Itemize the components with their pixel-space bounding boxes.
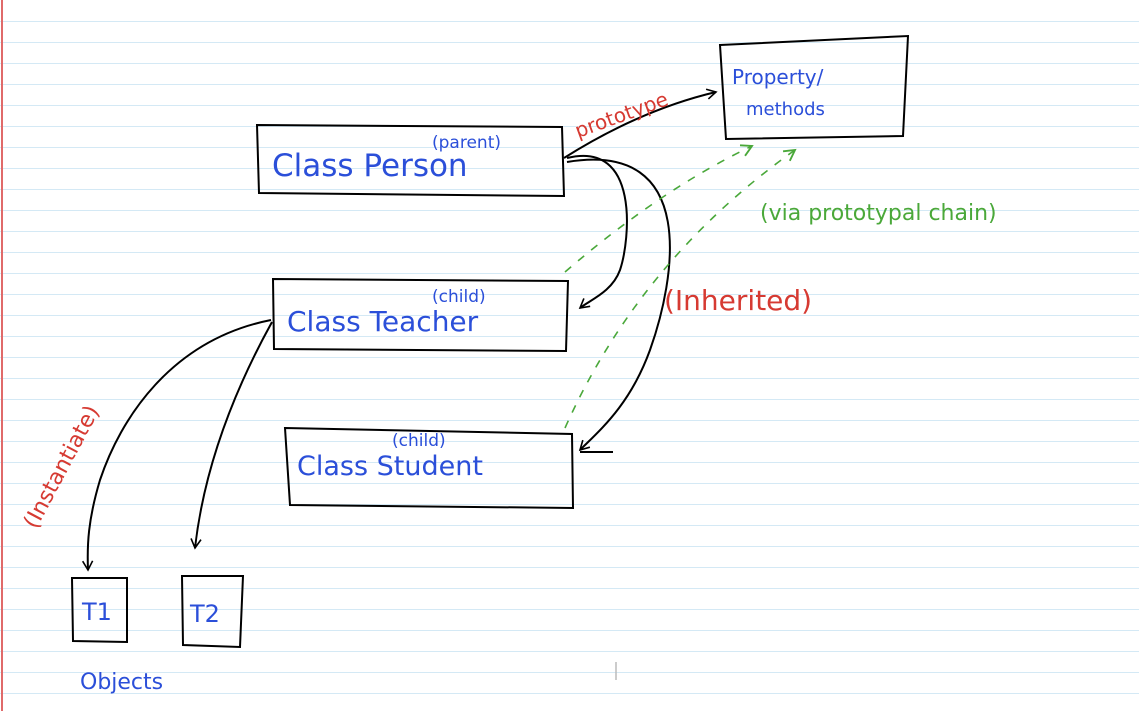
property-methods-line1: Property/ [732,65,824,89]
class-student-label: Class Student [297,451,483,482]
object-t1-box [70,577,128,644]
class-person-label: Class Person [272,148,468,184]
instantiate-arrow-t1 [81,319,272,572]
class-teacher-box [271,277,570,353]
inherit-arrow-student [566,158,671,452]
property-methods-box [718,34,910,141]
class-teacher-node: Class Teacher (child) [271,277,570,353]
notebook-margin-line [1,0,3,711]
object-t1-label: T1 [81,598,112,626]
class-person-box [255,123,566,198]
prototypal-chain-label: (via prototypal chain) [760,201,997,226]
inherit-arrow-teacher [566,154,628,310]
class-student-tag: (child) [392,431,446,451]
property-methods-line2: methods [746,99,825,120]
object-t2-node: T2 [180,575,245,649]
class-student-box [283,426,575,510]
object-t2-label: T2 [189,600,220,628]
prototype-label: prototype [572,87,672,143]
property-methods-node: Property/ methods [718,34,910,141]
prototype-arrow [563,88,718,159]
class-student-node: Class Student (child) [283,426,575,510]
class-teacher-label: Class Teacher [287,305,479,338]
class-person-tag: (parent) [432,133,501,153]
class-teacher-tag: (child) [432,287,486,307]
chain-arrow-teacher [564,144,754,273]
inherited-label: (Inherited) [664,284,812,317]
class-person-node: Class Person (parent) [255,123,566,198]
object-t1-node: T1 [70,577,128,644]
objects-label: Objects [80,670,163,695]
object-t2-box [180,575,245,649]
instantiate-arrow-t2 [190,321,273,550]
